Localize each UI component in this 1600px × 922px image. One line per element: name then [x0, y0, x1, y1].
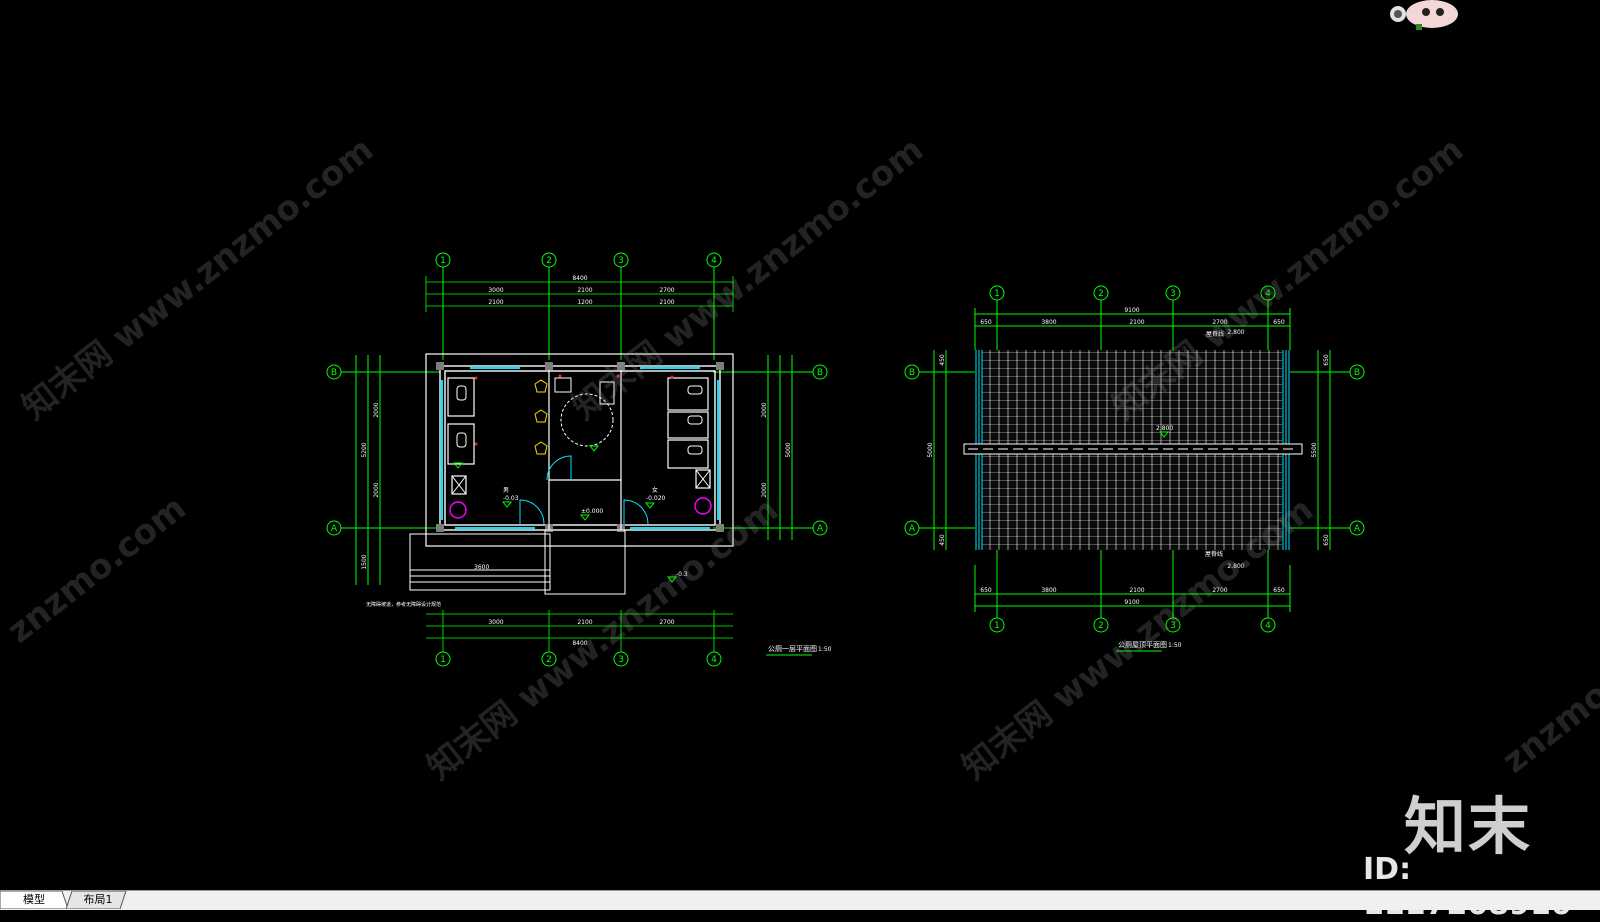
plan2-axis-2-top: 2: [1098, 289, 1104, 299]
plan2-dim-top-4: 2700: [1212, 319, 1227, 326]
znzmo-logo: 知末: [1404, 790, 1533, 863]
plan2-axis-B-left: B: [909, 368, 915, 378]
plan1-dim-right-2: 2000: [761, 482, 768, 497]
plan2-ridge-level-top: 2.800: [1227, 329, 1244, 336]
plan1-dim-bottom-1: 3000: [488, 619, 503, 626]
plan2-ridge-level-bottom: 2.800: [1227, 563, 1244, 570]
plan1-axis-B-left: B: [331, 368, 337, 378]
plan1-dim-left-total: 5200: [361, 442, 368, 457]
plan1-dim-b2: 1200: [577, 299, 592, 306]
mascot-icon: [1390, 0, 1458, 30]
plan2-scale: 1:50: [1168, 642, 1182, 649]
plan1-axis-4-top: 4: [711, 256, 717, 266]
plan2-axis-B-right: B: [1354, 368, 1360, 378]
tab-layout1-shape: [66, 891, 127, 909]
plan2-dim-bottom-4: 2700: [1212, 587, 1227, 594]
cad-drawing-canvas[interactable]: 1 2 3 4 8400 3000 2100 2700 2100 1200 21…: [0, 0, 1600, 890]
plan2-dim-top-3: 2100: [1129, 319, 1144, 326]
resource-id-label: ID: 1117208910: [1363, 852, 1572, 922]
plan1-axis-4-bottom: 4: [711, 655, 717, 665]
plan2-dim-top-5: 650: [1273, 319, 1285, 326]
plan2-dim-top-2: 3800: [1041, 319, 1056, 326]
plan2-axis-3-top: 3: [1170, 289, 1176, 299]
plan1-dim-bottom-3: 2700: [659, 619, 674, 626]
plan2-dim-left: 5000: [927, 442, 934, 457]
plan1-axis-2-bottom: 2: [546, 655, 552, 665]
plan1-dim-a3: 2700: [659, 287, 674, 294]
plan1-ramp-note: 无障碍坡道，参考无障碍设计规范: [366, 601, 441, 608]
plan2-axis-A-left: A: [909, 524, 916, 534]
plan1-axis-3-bottom: 3: [618, 655, 624, 665]
plan1-dim-left-2: 2000: [373, 482, 380, 497]
plan2-ridge-label-bottom: 屋脊线: [1205, 550, 1223, 558]
plan2-axis-4-bottom: 4: [1265, 621, 1271, 631]
plan1-dim-total-bottom: 8400: [572, 640, 587, 647]
plan1-dim-right-1: 2000: [761, 402, 768, 417]
plan2-ridge-level-mid: 2.800: [1156, 425, 1173, 432]
plan1-title: 公厕一层平面图: [768, 645, 817, 653]
plan2-axis-4-top: 4: [1265, 289, 1271, 299]
plan2-dim-bottom-5: 650: [1273, 587, 1285, 594]
plan1-dim-total-top: 8400: [572, 275, 587, 282]
plan1-top-axes: [435, 252, 722, 360]
plan1-level-3: -0.020: [646, 495, 666, 502]
plan2-dim-right-top: 650: [1323, 354, 1330, 366]
plan1-dim-b1: 2100: [488, 299, 503, 306]
plan2-axis-2-bottom: 2: [1098, 621, 1104, 631]
plan2-dim-bottom-2: 3800: [1041, 587, 1056, 594]
plan2-axis-1-top: 1: [994, 289, 1000, 299]
ground-floor-plan: 1 2 3 4 8400 3000 2100 2700 2100 1200 21…: [326, 252, 832, 667]
plan1-dim-bottom-2: 2100: [577, 619, 592, 626]
plan1-room-women: 女: [652, 486, 658, 494]
plan1-dim-left-1: 2000: [373, 402, 380, 417]
tab-model-shape: [0, 891, 68, 909]
plan2-axis-A-right: A: [1354, 524, 1361, 534]
plan1-windows: [441, 367, 719, 529]
plan1-axis-2-top: 2: [546, 256, 552, 266]
tab-model[interactable]: 模型: [0, 891, 68, 909]
plan2-ridge-label-top: 屋脊线: [1206, 330, 1224, 338]
plan1-axis-3-top: 3: [618, 256, 624, 266]
plan1-level-1: -0.03: [503, 495, 519, 502]
plan1-ramp-width: 3600: [474, 564, 489, 571]
plan1-room-men: 男: [503, 487, 509, 494]
plan2-axis-3-bottom: 3: [1170, 621, 1176, 631]
plan1-dim-left-3: 1500: [361, 554, 368, 569]
plan2-dim-bottom-3: 2100: [1129, 587, 1144, 594]
plan1-dim-right-total: 5000: [785, 442, 792, 457]
plan2-dim-total-top: 9100: [1124, 307, 1139, 314]
plan1-level-2: ±0.000: [581, 508, 603, 515]
plan2-dim-right: 5500: [1311, 442, 1318, 457]
plan1-axis-A-right: A: [817, 524, 824, 534]
plan1-dim-a2: 2100: [577, 287, 592, 294]
plan2-dim-left-top: 450: [939, 354, 946, 366]
plan2-dim-top-1: 650: [980, 319, 992, 326]
plan2-dim-total-bottom: 9100: [1124, 599, 1139, 606]
plan2-dim-left-bottom: 450: [939, 534, 946, 546]
layout-tab-bar: 模型 布局1: [0, 890, 1600, 910]
plan1-dim-b3: 2100: [659, 299, 674, 306]
plan1-axis-B-right: B: [817, 368, 823, 378]
plan1-axis-A-left: A: [331, 524, 338, 534]
plan2-dim-right-bottom: 650: [1323, 534, 1330, 546]
tab-model-label: 模型: [23, 893, 45, 906]
plan1-outer-slab: [425, 353, 734, 547]
roof-plan: 1 2 3 4 9100 650 3800 2100 2700 650 屋脊线 …: [904, 285, 1365, 652]
plan1-dim-a1: 3000: [488, 287, 503, 294]
plan1-level-4: -0.3: [676, 571, 688, 578]
plan2-axis-1-bottom: 1: [994, 621, 1000, 631]
plan2-title: 公厕屋顶平面图: [1118, 641, 1167, 649]
tab-layout1-label: 布局1: [83, 893, 113, 906]
plan1-scale: 1:50: [818, 646, 832, 653]
plan1-axis-1-bottom: 1: [440, 655, 446, 665]
plan1-axis-1-top: 1: [440, 256, 446, 266]
tab-layout1[interactable]: 布局1: [66, 891, 130, 909]
plan2-dim-bottom-1: 650: [980, 587, 992, 594]
